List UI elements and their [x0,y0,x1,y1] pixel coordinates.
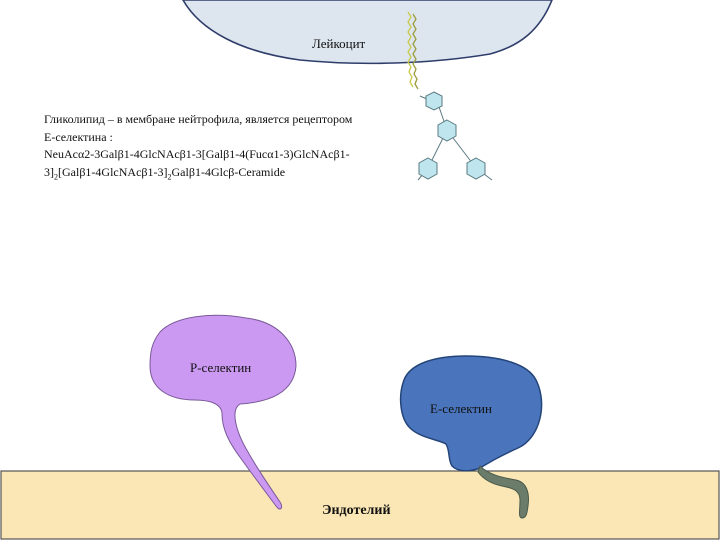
sugar-hexagon [418,157,438,180]
formula-part-c: Galβ1-4Glcβ-Ceramide [171,164,286,179]
glycolipid-line-1: Гликолипид – в мембране нейтрофила, явля… [44,112,353,126]
lipid-anchor [407,11,419,90]
e-selectin [399,355,543,472]
sugar-hexagon [437,119,457,142]
formula-part-b: [Galβ1-4GlcNAcβ1-3] [58,164,168,179]
glycan-receptor [417,91,493,181]
sugar-hexagon [466,157,486,180]
glycolipid-line-2: Е-селектина : [44,129,113,144]
p-selectin-label: Р-селектин [190,360,252,375]
leukocyte-label: Лейкоцит [312,36,366,51]
endothelium [0,470,720,540]
glycolipid-description: Гликолипид – в мембране нейтрофила, явля… [44,111,416,185]
formula-line-1: NeuAcα2-3Galβ1-4GlcNAcβ1-3[Galβ1-4(Fucα1… [44,147,350,161]
formula-subscript-2: 2 [167,171,172,181]
formula-line-2: 3]2[Galβ1-4GlcNAcβ1-3]2Galβ1-4Glcβ-Ceram… [44,164,416,186]
leukocyte-cell [182,0,553,65]
formula-part-a: 3] [44,164,54,179]
endothelium-label: Эндотелий [322,503,391,518]
p-selectin [149,314,297,510]
sugar-hexagon [425,91,443,111]
e-selectin-label: Е-селектин [430,401,492,416]
e-selectin-stalk [477,465,529,519]
formula-subscript-1: 2 [54,171,58,181]
